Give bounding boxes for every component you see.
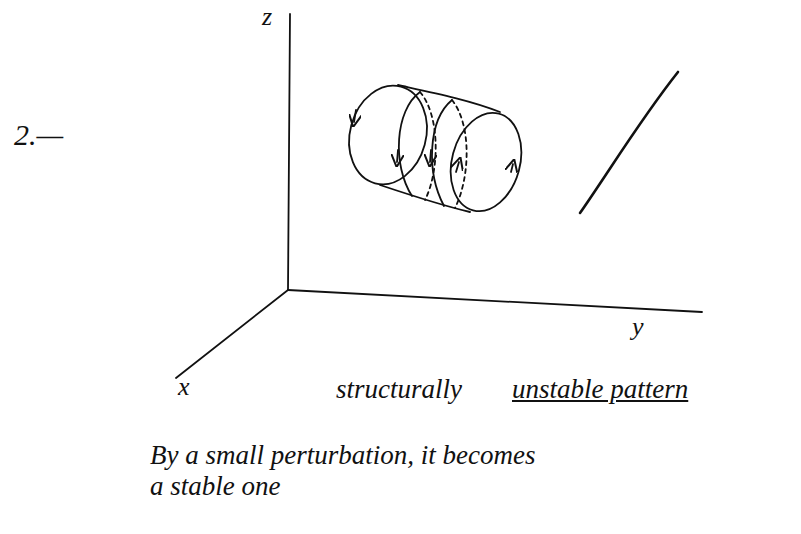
flow-arrow	[456, 162, 459, 172]
trajectory-curve	[580, 72, 678, 213]
orbit-loop	[440, 105, 532, 219]
axis-label: y	[632, 312, 644, 342]
figure-number: 2.—	[14, 118, 63, 153]
caption-text: unstable pattern	[512, 374, 688, 405]
y-axis	[288, 290, 702, 312]
orbit-loop	[420, 92, 436, 200]
note-text: By a small perturbation, it becomes a st…	[150, 440, 543, 502]
flow-arrow	[397, 150, 398, 162]
flow-arrow	[430, 150, 431, 162]
caption-text: structurally	[336, 374, 462, 405]
flow-arrow	[511, 164, 513, 172]
axis-label: x	[178, 372, 190, 402]
orbit-loop	[432, 100, 452, 206]
orbit-loop	[399, 92, 420, 196]
cylinder-edge	[380, 185, 470, 212]
x-axis	[176, 290, 288, 378]
z-axis	[288, 14, 290, 290]
orbit-loop	[452, 100, 467, 208]
axis-label: z	[262, 2, 272, 32]
flow-arrow	[354, 110, 356, 122]
